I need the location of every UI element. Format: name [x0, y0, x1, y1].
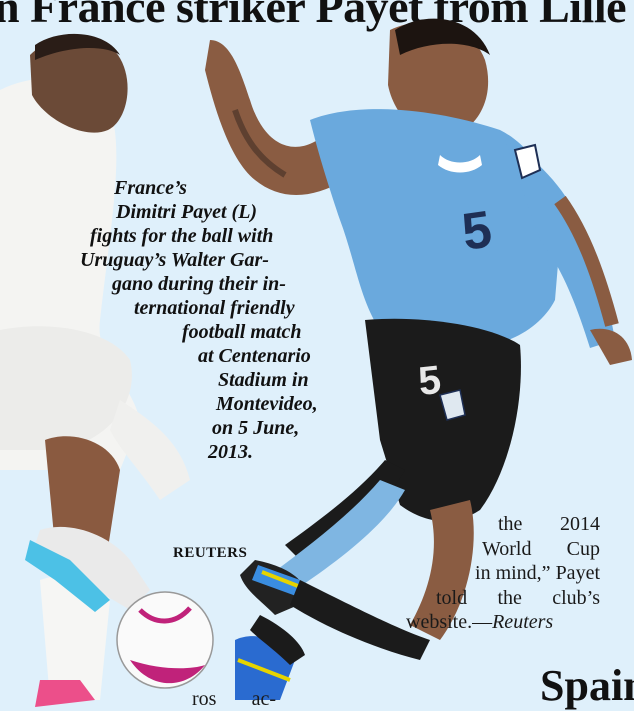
- caption-line: gano during their in-: [112, 273, 286, 295]
- article-text: the 2014 World Cup in mind,” Payet told …: [406, 512, 600, 635]
- article-word: 2014: [560, 513, 600, 535]
- column-fragment: ros ac-: [192, 688, 276, 711]
- uruguay-player-figure: 5 5: [205, 18, 632, 700]
- next-article-headline: Spain: [540, 661, 634, 710]
- fragment-word: ac-: [251, 688, 276, 710]
- caption-line: Dimitri Payet (L): [116, 201, 258, 223]
- article-byline: Reuters: [492, 611, 554, 633]
- article-word: Cup: [566, 537, 600, 560]
- caption-line: Uruguay’s Walter Gar-: [80, 249, 269, 271]
- caption-line: ternational friendly: [134, 297, 295, 319]
- article-word: World: [482, 537, 532, 560]
- article-word: website.—: [406, 611, 493, 633]
- fragment-word: ros: [192, 688, 217, 710]
- article-word: club’s: [552, 586, 600, 609]
- caption-line: on 5 June,: [212, 417, 300, 439]
- article-line: in mind,” Payet: [475, 562, 600, 584]
- france-player-figure: [0, 33, 190, 707]
- photo-caption: France’s Dimitri Payet (L) fights for th…: [40, 176, 370, 464]
- article-word: the: [498, 513, 523, 535]
- caption-line: fights for the ball with: [90, 225, 274, 247]
- football: [116, 591, 214, 689]
- caption-line: Montevideo,: [216, 393, 318, 415]
- svg-text:5: 5: [416, 358, 443, 404]
- article-word: the: [497, 586, 522, 609]
- caption-line: France’s: [114, 177, 187, 199]
- caption-line: football match: [182, 321, 302, 343]
- photo-credit: REUTERS: [173, 545, 248, 561]
- headline: n France striker Payet from Lille: [0, 0, 627, 32]
- caption-line: 2013.: [208, 441, 253, 463]
- caption-line: Stadium in: [218, 369, 309, 391]
- article-word: told: [436, 586, 468, 609]
- caption-line: at Centenario: [198, 345, 311, 367]
